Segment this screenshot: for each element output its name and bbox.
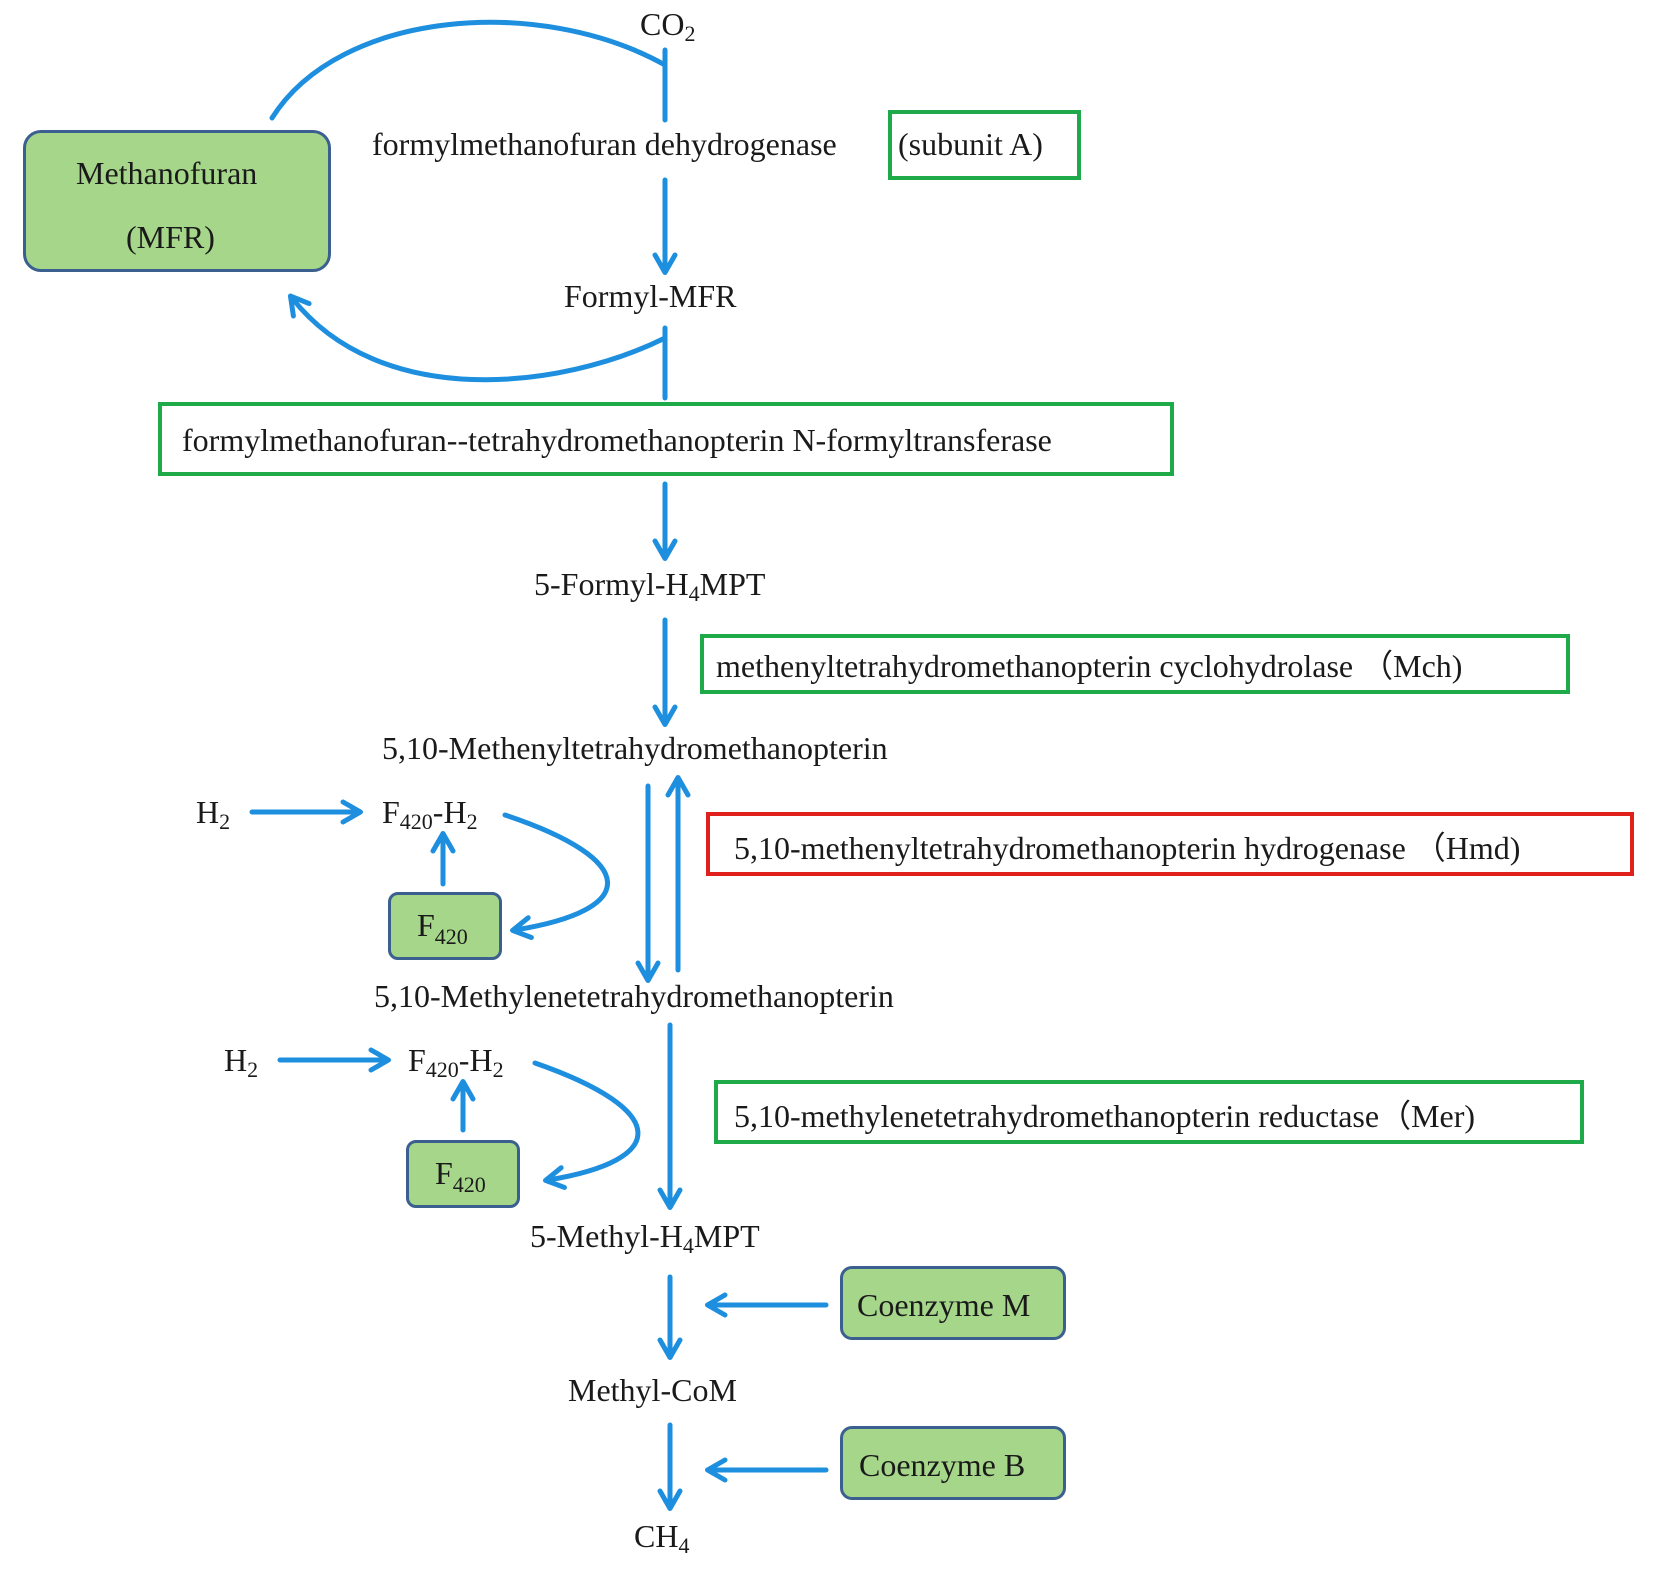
f420h2-sub1-1: 420 bbox=[399, 809, 433, 834]
f420h2-sub2-2: 2 bbox=[492, 1057, 504, 1082]
h2-main-1: H bbox=[196, 794, 220, 830]
methyl-h4mpt-b: MPT bbox=[693, 1218, 760, 1254]
f420-cycle-arc-1 bbox=[502, 812, 610, 940]
mch-label: methenyltetrahydromethanopterin cyclohyd… bbox=[716, 648, 1463, 684]
hmd-label: 5,10-methenyltetrahydromethanopterin hyd… bbox=[734, 830, 1521, 866]
f420h2-b-2: -H bbox=[458, 1042, 493, 1078]
methyl-h4mpt-sub: 4 bbox=[682, 1233, 694, 1258]
ch4-main: CH bbox=[634, 1518, 679, 1554]
h2-sub-1: 2 bbox=[219, 809, 231, 834]
methanofuran-box: Methanofuran (MFR) bbox=[23, 130, 331, 272]
f420-label-1: F420 bbox=[417, 909, 468, 948]
methyl-h4mpt-label: 5-Methyl-H4MPT bbox=[530, 1220, 760, 1257]
f420-cycle-arc-2 bbox=[532, 1060, 641, 1190]
mfr-release-arc bbox=[287, 293, 668, 383]
h2-label-2: H2 bbox=[224, 1044, 258, 1081]
f420h2-sub1-2: 420 bbox=[425, 1057, 459, 1082]
formyl-h4mpt-b: MPT bbox=[699, 566, 766, 602]
f420-box-2: F420 bbox=[406, 1140, 520, 1208]
f420h2-a-2: F bbox=[408, 1042, 426, 1078]
f420-box-1: F420 bbox=[388, 892, 502, 960]
f420-label-2: F420 bbox=[435, 1157, 486, 1196]
methenyl-h4mpt-label: 5,10-Methenyltetrahydromethanopterin bbox=[382, 730, 888, 766]
ch4-sub: 4 bbox=[678, 1533, 690, 1558]
coenzyme-m-label: Coenzyme M bbox=[857, 1287, 1031, 1323]
f420-main-2: F bbox=[435, 1155, 453, 1191]
formyl-h4mpt-a: 5-Formyl-H bbox=[534, 566, 689, 602]
methyl-h4mpt-a: 5-Methyl-H bbox=[530, 1218, 683, 1254]
f420h2-label-1: F420-H2 bbox=[382, 796, 478, 833]
co2-label: CO2 bbox=[640, 8, 695, 45]
formyl-mfr-label: Formyl-MFR bbox=[564, 278, 737, 314]
methanofuran-label: Methanofuran bbox=[76, 155, 258, 191]
methyl-com-label: Methyl-CoM bbox=[568, 1372, 737, 1408]
hmd-box: 5,10-methenyltetrahydromethanopterin hyd… bbox=[706, 812, 1634, 876]
mer-box: 5,10-methylenetetrahydromethanopterin re… bbox=[714, 1080, 1584, 1144]
coenzyme-m-box: Coenzyme M bbox=[840, 1266, 1066, 1340]
f420h2-sub2-1: 2 bbox=[466, 809, 478, 834]
h2-label-1: H2 bbox=[196, 796, 230, 833]
formyl-h4mpt-label: 5-Formyl-H4MPT bbox=[534, 568, 765, 605]
f420-sub-1: 420 bbox=[434, 924, 468, 949]
coenzyme-b-box: Coenzyme B bbox=[840, 1426, 1066, 1500]
ch4-label: CH4 bbox=[634, 1520, 689, 1557]
mch-box: methenyltetrahydromethanopterin cyclohyd… bbox=[700, 634, 1570, 694]
fmd-subunit-box bbox=[888, 110, 1081, 180]
f420-main-1: F bbox=[417, 907, 435, 943]
h2-sub-2: 2 bbox=[247, 1057, 259, 1082]
f420-sub-2: 420 bbox=[452, 1172, 486, 1197]
coenzyme-b-label: Coenzyme B bbox=[859, 1447, 1026, 1483]
mfr-abbrev-label: (MFR) bbox=[126, 219, 215, 255]
formyl-h4mpt-sub: 4 bbox=[688, 581, 700, 606]
fmd-subunit-label: (subunit A) bbox=[898, 126, 1043, 162]
ftr-box: formylmethanofuran--tetrahydromethanopte… bbox=[158, 402, 1174, 476]
methylene-h4mpt-label: 5,10-Methylenetetrahydromethanopterin bbox=[374, 978, 894, 1014]
f420h2-a-1: F bbox=[382, 794, 400, 830]
fmd-enzyme-label: formylmethanofuran dehydrogenase bbox=[372, 126, 837, 162]
mer-label: 5,10-methylenetetrahydromethanopterin re… bbox=[734, 1098, 1476, 1134]
co2-main: CO bbox=[640, 6, 685, 42]
co2-sub: 2 bbox=[684, 21, 696, 46]
f420h2-b-1: -H bbox=[432, 794, 467, 830]
h2-main-2: H bbox=[224, 1042, 248, 1078]
mfr-binding-arc bbox=[269, 19, 668, 121]
f420h2-label-2: F420-H2 bbox=[408, 1044, 504, 1081]
ftr-label: formylmethanofuran--tetrahydromethanopte… bbox=[182, 422, 1052, 458]
